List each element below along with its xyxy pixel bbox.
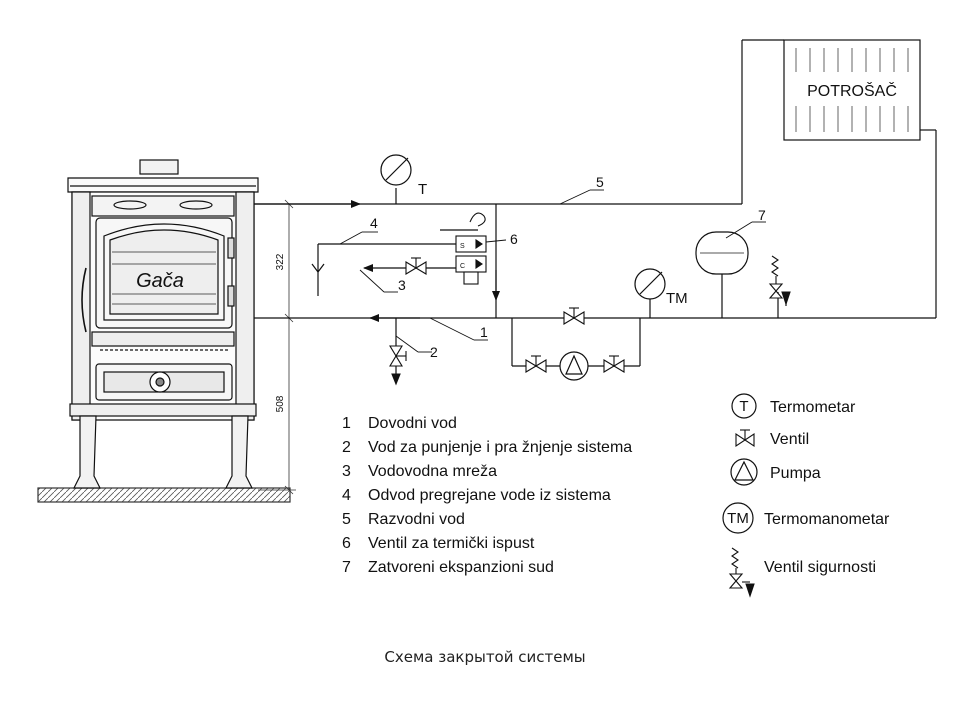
thermal-discharge-valve: S C xyxy=(455,212,487,285)
stove-top-plate xyxy=(67,177,259,193)
legend-symbol-tm: TM xyxy=(727,510,749,527)
stove-left-column xyxy=(71,191,91,421)
dimension-upper: 322 xyxy=(275,253,286,270)
expansion-tank xyxy=(695,231,749,275)
stove xyxy=(37,159,291,503)
legend-num-2: 2 xyxy=(342,439,351,456)
callout-6: 6 xyxy=(510,231,518,247)
symbol-legend: T Termometar Ventil Pumpa TM Termomanome… xyxy=(722,393,890,598)
svg-text:C: C xyxy=(460,263,465,270)
callout-3: 3 xyxy=(398,277,406,293)
piping xyxy=(254,39,937,382)
legend-symbol-text-1: Termometar xyxy=(770,399,856,416)
thermomanometer-gauge xyxy=(634,268,666,300)
thermometer-gauge xyxy=(380,154,412,204)
legend-symbol-t: T xyxy=(739,398,748,415)
legend-symbol-text-5: Ventil sigurnosti xyxy=(764,559,876,576)
callout-1: 1 xyxy=(480,324,488,340)
floor-base xyxy=(37,487,291,503)
callout-5: 5 xyxy=(596,174,604,190)
caption: Схема закрытой системы xyxy=(384,648,586,666)
thermometer-label: T xyxy=(418,181,427,198)
legend-pump-icon xyxy=(730,458,758,486)
stove-right-leg xyxy=(225,415,253,489)
stove-left-leg xyxy=(73,415,101,489)
dimension-lower: 508 xyxy=(275,395,286,412)
safety-valve xyxy=(768,255,791,306)
legend-num-7: 7 xyxy=(342,559,351,576)
callout-leaders xyxy=(339,189,766,353)
legend-num-5: 5 xyxy=(342,511,351,528)
legend-text-7: Zatvoreni ekspanzioni sud xyxy=(368,559,554,576)
legend-text-1: Dovodni vod xyxy=(368,415,457,432)
consumer-radiator xyxy=(783,39,921,141)
valve-water-mains xyxy=(405,257,427,275)
legend-valve-icon xyxy=(735,429,755,448)
legend-num-1: 1 xyxy=(342,415,351,432)
legend-text-5: Razvodni vod xyxy=(368,511,465,528)
legend-text-3: Vodovodna mreža xyxy=(368,463,497,480)
stove-right-column xyxy=(235,191,255,421)
valve-bypass xyxy=(563,307,585,325)
chimney-collar xyxy=(139,159,179,175)
pump xyxy=(559,351,589,381)
svg-text:S: S xyxy=(460,243,465,250)
callout-2: 2 xyxy=(430,344,438,360)
legend-num-3: 3 xyxy=(342,463,351,480)
legend-text-6: Ventil za termički ispust xyxy=(368,535,535,552)
legend-text-4: Odvod pregrejane vode iz sistema xyxy=(368,487,611,504)
legend-symbol-text-4: Termomanometar xyxy=(764,511,890,528)
legend-thermomanometer-icon xyxy=(722,502,754,534)
dimension-lines xyxy=(258,199,296,495)
valve-pump-left xyxy=(525,355,547,373)
valve-pump-right xyxy=(603,355,625,373)
consumer-label: POTROŠAČ xyxy=(807,81,897,100)
legend-symbol-text-3: Pumpa xyxy=(770,465,821,482)
legend-thermometer-icon xyxy=(731,393,757,419)
legend-text-2: Vod za punjenje i pra žnjenje sistema xyxy=(368,439,632,456)
callout-7: 7 xyxy=(758,207,766,223)
callout-4: 4 xyxy=(370,215,378,231)
legend-num-6: 6 xyxy=(342,535,351,552)
thermomanometer-label: TM xyxy=(666,290,688,307)
stove-brand: Gača xyxy=(136,270,184,292)
legend-symbol-text-2: Ventil xyxy=(770,431,809,448)
valve-fill-drain xyxy=(389,345,407,386)
legend-num-4: 4 xyxy=(342,487,351,504)
legend-safety-valve-icon xyxy=(728,547,755,598)
numbered-legend: 1 Dovodni vod 2 Vod za punjenje i pra žn… xyxy=(342,415,632,576)
